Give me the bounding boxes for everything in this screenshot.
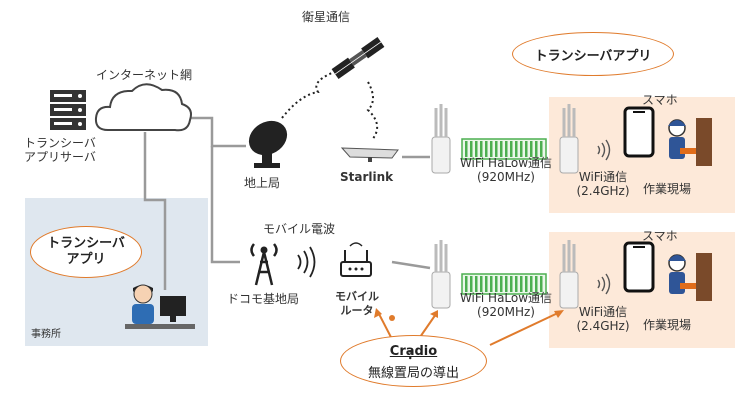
mobile-router-icon <box>340 242 372 277</box>
wifi-waves-top <box>597 139 611 161</box>
halow-stripe <box>525 276 528 292</box>
halow-stripe <box>495 276 498 292</box>
halow-stripe <box>480 141 483 157</box>
smartphone-icon-top <box>623 106 655 158</box>
label-smartphone-bottom: スマホ <box>642 229 678 243</box>
cradio-marker <box>389 315 395 321</box>
link-internet-ground <box>185 116 246 148</box>
satellite-dish-icon <box>248 120 288 168</box>
halow-stripe <box>485 276 488 292</box>
halow-stripe <box>470 141 473 157</box>
wired-links <box>143 116 431 290</box>
label-server: トランシーバ アプリサーバ <box>24 136 96 164</box>
app-bubble-top: トランシーバアプリ <box>512 32 674 76</box>
halow-stripe <box>490 276 493 292</box>
halow-stripe <box>510 141 513 157</box>
office-worker-icon <box>125 284 195 329</box>
label-smartphone-top: スマホ <box>642 93 678 107</box>
halow-stripe <box>465 276 468 292</box>
cradio-desc: 無線置局の導出 <box>367 366 459 381</box>
label-wifi-top: WiFi通信 (2.4GHz) <box>576 170 630 198</box>
access-point-icon-bottom-right <box>559 240 579 309</box>
worker-icon-bottom <box>668 253 712 301</box>
link-router-ap <box>391 260 431 270</box>
halow-stripe <box>500 276 503 292</box>
access-point-icon-bottom-left <box>431 240 451 309</box>
halow-stripe <box>515 276 518 292</box>
halow-stripe <box>470 276 473 292</box>
halow-stripe <box>505 276 508 292</box>
label-satellite-comm: 衛星通信 <box>302 10 351 24</box>
halow-stripe <box>480 276 483 292</box>
worker-icon-top <box>668 118 712 166</box>
link-internet-office <box>143 132 167 290</box>
halow-stripe <box>500 141 503 157</box>
app-bubble-office-text: トランシーバ アプリ <box>47 236 125 267</box>
label-halow-bottom: WiFi HaLow通信 (920MHz) <box>459 291 553 319</box>
halow-stripe <box>530 276 533 292</box>
halow-stripe <box>540 141 543 157</box>
halow-stripe <box>475 276 478 292</box>
label-office: 事務所 <box>31 329 61 340</box>
satellite-links <box>281 69 379 141</box>
starlink-dish-icon <box>340 147 399 162</box>
radio-waves-icon <box>297 246 316 278</box>
wifi-waves-bottom <box>597 273 611 295</box>
halow-stripe <box>535 141 538 157</box>
label-ground-station: 地上局 <box>244 176 281 190</box>
label-halow-top: WiFi HaLow通信 (920MHz) <box>459 156 553 184</box>
halow-link-bottom <box>461 273 547 295</box>
app-bubble-top-text: トランシーバアプリ <box>534 49 652 64</box>
halow-stripe <box>505 141 508 157</box>
cloud-icon <box>94 83 192 132</box>
halow-stripe <box>485 141 488 157</box>
label-mobile-router: モバイル ルータ <box>335 290 379 317</box>
label-mobile-radio: モバイル電波 <box>263 222 336 236</box>
halow-stripe <box>475 141 478 157</box>
access-point-icon-top-right <box>559 104 579 174</box>
cell-tower-icon <box>250 243 278 286</box>
halow-stripe <box>510 276 513 292</box>
label-internet: インターネット網 <box>96 68 193 82</box>
link-ground-satellite <box>281 69 341 119</box>
halow-stripe <box>520 276 523 292</box>
halow-stripe <box>540 276 543 292</box>
halow-stripe <box>495 141 498 157</box>
smartphone-icon-bottom <box>623 241 655 293</box>
halow-link-top <box>461 138 547 160</box>
app-bubble-office: トランシーバ アプリ <box>30 226 142 278</box>
halow-stripe <box>515 141 518 157</box>
halow-stripe <box>530 141 533 157</box>
cradio-title: Cradio <box>389 344 438 359</box>
label-worksite-top: 作業現場 <box>643 182 692 196</box>
label-starlink: Starlink <box>340 170 394 184</box>
halow-stripe <box>490 141 493 157</box>
halow-stripe <box>465 141 468 157</box>
halow-stripe <box>525 141 528 157</box>
label-wifi-bottom: WiFi通信 (2.4GHz) <box>576 305 630 333</box>
access-point-icon-top-left <box>431 104 451 174</box>
satellite-icon <box>331 37 385 79</box>
halow-stripe <box>520 141 523 157</box>
halow-stripe <box>535 276 538 292</box>
link-internet-docomo <box>210 146 240 264</box>
cradio-arrowheads <box>374 308 564 318</box>
label-worksite-bottom: 作業現場 <box>643 318 692 332</box>
label-docomo-base: ドコモ基地局 <box>227 292 300 306</box>
cradio-bubble: Cradio： 無線置局の導出 <box>340 335 487 387</box>
cell-tower-top <box>260 246 268 254</box>
link-satellite-starlink <box>366 81 379 141</box>
server-icon <box>50 90 86 130</box>
cradio-colon: ： <box>406 348 420 363</box>
